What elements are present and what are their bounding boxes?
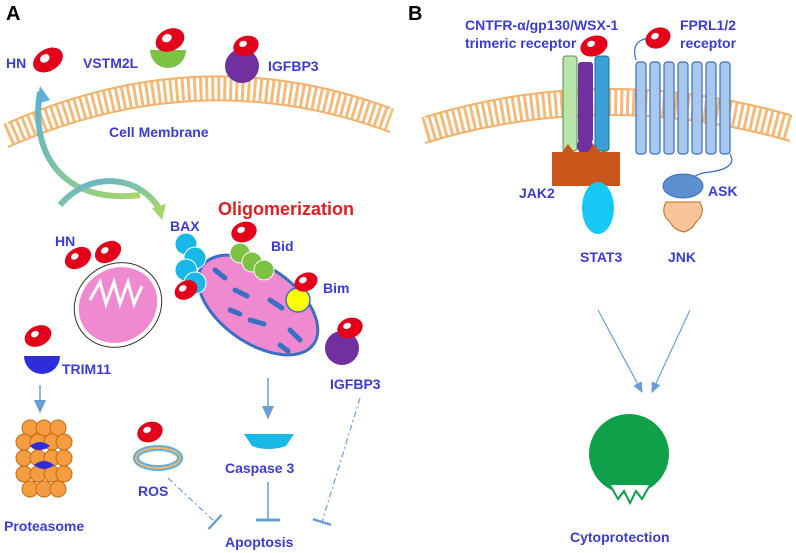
ask-label: ASK (708, 183, 738, 199)
ros-label: ROS (138, 483, 168, 499)
vstm2l-label: VSTM2L (83, 55, 139, 71)
ros-to-apoptosis-line (167, 477, 223, 530)
mitochondrion-small (73, 262, 163, 348)
trim11-icon (24, 325, 60, 374)
bax-label: BAX (170, 218, 200, 234)
jak2-icon (552, 144, 620, 186)
panel-b: B CNTFR-α/gp130/WSX-1 trimeric receptor … (408, 3, 794, 545)
hn-mito-label: HN (55, 233, 75, 249)
bim-label: Bim (323, 280, 349, 296)
trimeric-receptor-icon (562, 35, 610, 162)
bax-oligomer-icon (174, 232, 207, 300)
jak2-label: JAK2 (519, 185, 555, 201)
ask-icon (662, 173, 704, 199)
hn-top-label: HN (6, 55, 26, 71)
ros-icon (133, 421, 183, 471)
receptor2-line2: receptor (680, 35, 737, 51)
bid-oligomer-icon (229, 221, 275, 281)
receptor2-line1: FPRL1/2 (680, 17, 736, 33)
apoptosis-label: Apoptosis (225, 534, 294, 550)
igfbp3-to-apoptosis-line (312, 397, 361, 526)
receptor1-line2: trimeric receptor (465, 35, 577, 51)
cytoprotection-icon (589, 414, 669, 506)
oligomerization-label: Oligomerization (218, 199, 354, 219)
proteasome-icon (15, 419, 73, 498)
panel-b-letter: B (408, 3, 422, 25)
cytoprotection-label: Cytoprotection (570, 529, 670, 545)
jnk-icon (663, 201, 703, 233)
igfbp3-top-label: IGFBP3 (268, 58, 319, 74)
translocation-arrows (35, 86, 166, 220)
vstm2l-receptor-icon (150, 28, 186, 68)
receptor1-line1: CNTFR-α/gp130/WSX-1 (465, 17, 618, 33)
trim11-label: TRIM11 (62, 361, 111, 377)
bid-label: Bid (271, 238, 294, 254)
igfbp3-top-icon (225, 35, 259, 83)
jnk-to-cytoprotection-arrow (651, 309, 691, 394)
proteasome-label: Proteasome (4, 518, 84, 534)
bim-icon (285, 272, 318, 313)
panel-a: A Cell Membrane HN VSTM2L IGFBP3 (3, 3, 395, 550)
stat3-icon (582, 182, 614, 234)
stat3-label: STAT3 (580, 249, 622, 265)
jnk-label: JNK (668, 249, 696, 265)
cell-membrane (3, 75, 395, 148)
caspase3-label: Caspase 3 (225, 460, 294, 476)
humanin-pair-icon (64, 240, 122, 270)
igfbp3-bottom-icon (325, 317, 363, 365)
caspase3-icon (244, 434, 294, 449)
igfbp3-bottom-label: IGFBP3 (330, 376, 381, 392)
fprl-receptor-icon (634, 27, 733, 185)
stat3-to-cytoprotection-arrow (597, 309, 643, 394)
humanin-peptide-icon (33, 47, 63, 73)
panel-a-letter: A (6, 3, 20, 25)
cell-membrane-label: Cell Membrane (109, 124, 209, 140)
